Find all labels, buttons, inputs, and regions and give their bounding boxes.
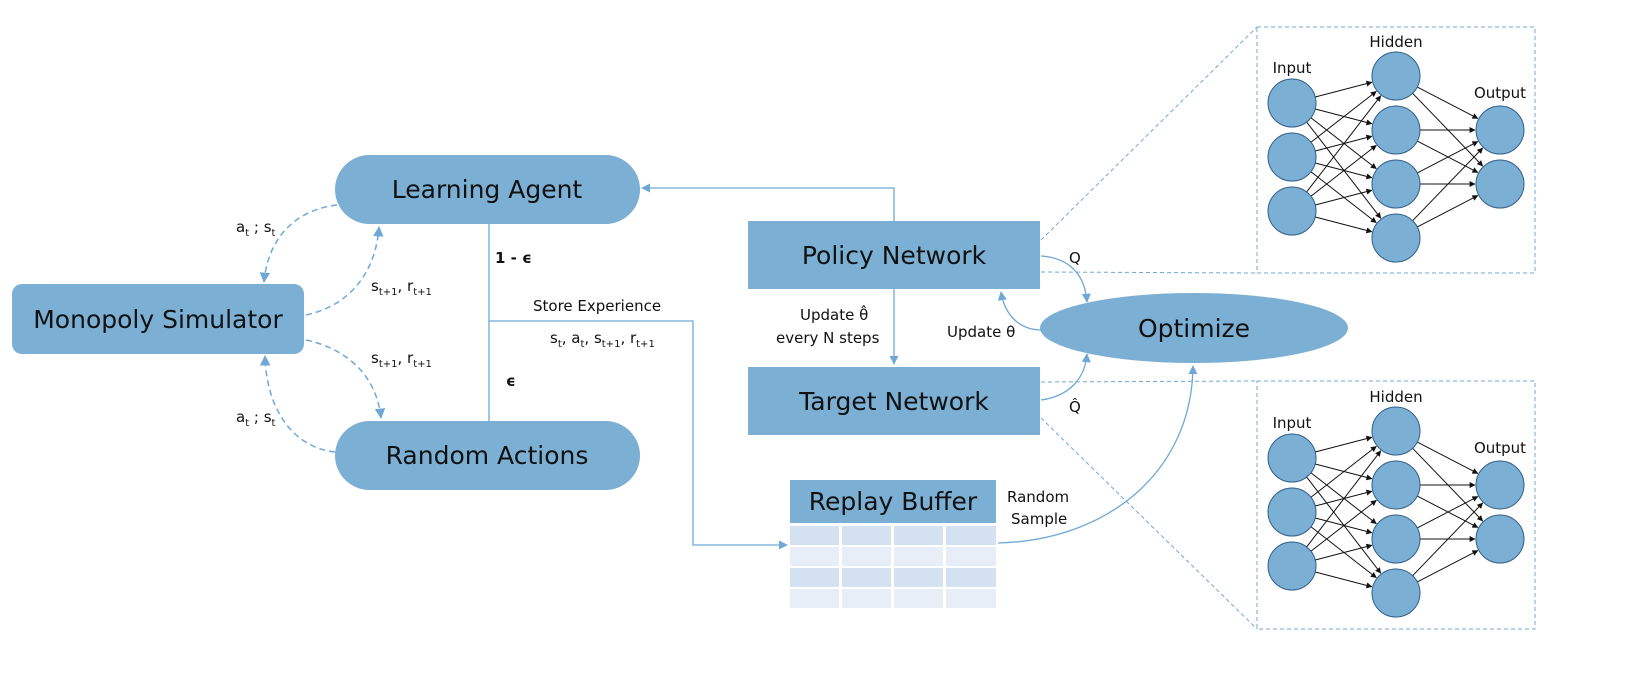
replay-buffer-table [790, 526, 996, 608]
optimize-label: Optimize [1138, 314, 1250, 343]
input-neuron [1267, 487, 1317, 537]
hidden-neuron [1371, 568, 1421, 618]
random-actions-node: Random Actions [335, 421, 640, 490]
simulator-to-random-arrow [305, 339, 386, 420]
input-neuron [1267, 433, 1317, 483]
policy-network-node: Policy Network [748, 221, 1040, 289]
input-neuron [1267, 132, 1317, 182]
simulator-to-agent-label: st+1, rt+1 [371, 277, 432, 298]
sample-label: Sample [1011, 510, 1067, 528]
nn-edge [1306, 450, 1382, 548]
random-actions-label: Random Actions [386, 441, 589, 470]
hidden-neuron [1371, 406, 1421, 456]
nn-connections [1306, 435, 1484, 589]
output-neuron [1475, 460, 1525, 510]
monopoly-simulator-label: Monopoly Simulator [33, 305, 283, 334]
optimize-to-policy-arrow [997, 291, 1043, 331]
svg-text:st+1, rt+1: st+1, rt+1 [371, 349, 432, 370]
update-word: Update [800, 306, 854, 324]
epsilon-label: ϵ [506, 372, 516, 390]
nn-edge [1412, 147, 1484, 222]
nn-edge [1315, 435, 1373, 453]
q-label: Q [1069, 249, 1081, 267]
random-label: Random [1007, 488, 1069, 506]
output-neuron [1475, 159, 1525, 209]
nn-edge [1310, 445, 1377, 498]
nn-edge [1315, 216, 1373, 234]
nn-edge [1315, 571, 1373, 589]
store-experience-label: Store Experience [533, 297, 661, 315]
target-network-label: Target Network [798, 387, 989, 416]
nn-hidden-label: Hidden [1369, 388, 1422, 406]
agent-to-simulator-label: at ; st [236, 218, 276, 239]
policy-network-label: Policy Network [802, 241, 987, 270]
learning-agent-label: Learning Agent [392, 175, 583, 204]
learning-agent-node: Learning Agent [335, 155, 640, 224]
svg-text:at ; st: at ; st [236, 218, 276, 239]
hidden-neuron [1371, 105, 1421, 155]
every-n-steps-label: every N steps [776, 329, 880, 347]
buffer-sample-arrow [997, 365, 1198, 544]
nn-edge [1315, 188, 1373, 206]
nn-edge [1306, 95, 1382, 193]
q-hat-label: Q̂ [1069, 397, 1081, 416]
output-neuron [1475, 105, 1525, 155]
target-network-node: Target Network [748, 367, 1040, 435]
nn-hidden-label: Hidden [1369, 33, 1422, 51]
optimize-node: Optimize [1040, 293, 1348, 363]
nn-edge [1417, 441, 1479, 474]
monopoly-simulator-node: Monopoly Simulator [12, 284, 304, 354]
store-experience-arrow [489, 320, 788, 550]
target-qhat-arrow [1040, 353, 1091, 401]
random-to-simulator-label: at ; st [236, 408, 276, 429]
policy-q-arrow [1040, 255, 1091, 303]
nn-edge [1310, 499, 1377, 552]
output-neuron [1475, 514, 1525, 564]
update-target-label: Update θ̂ every N steps [776, 304, 880, 347]
agent-to-simulator-arrow [259, 204, 338, 284]
random-to-simulator-arrow [259, 354, 336, 453]
input-neuron [1267, 186, 1317, 236]
nn-edge [1315, 80, 1373, 98]
update-theta-label: Update θ [947, 323, 1015, 341]
input-neuron [1267, 541, 1317, 591]
policy-to-agent-arrow [641, 183, 895, 221]
hidden-neuron [1371, 460, 1421, 510]
nn-output-label: Output [1474, 84, 1526, 102]
target-network-zoom [1040, 380, 1536, 630]
nn-input-label: Input [1273, 59, 1312, 77]
hidden-neuron [1371, 213, 1421, 263]
nn-input-label: Input [1273, 414, 1312, 432]
nn-connections [1306, 80, 1484, 234]
replay-buffer-label: Replay Buffer [809, 487, 978, 516]
nn-edge [1315, 543, 1373, 561]
theta-hat-symbol: θ̂ [859, 304, 868, 324]
nn-edge [1417, 550, 1479, 583]
svg-text:st, at, st+1, rt+1: st, at, st+1, rt+1 [550, 329, 655, 350]
input-neuron [1267, 78, 1317, 128]
simulator-to-agent-arrow [305, 225, 384, 316]
hidden-neuron [1371, 159, 1421, 209]
replay-buffer-node: Replay Buffer [790, 480, 996, 608]
nn-edge [1417, 195, 1479, 228]
nn-edge [1412, 502, 1484, 577]
policy-network-zoom [1040, 26, 1536, 274]
svg-text:at ; st: at ; st [236, 408, 276, 429]
nn-edge [1417, 86, 1479, 119]
hidden-neuron [1371, 51, 1421, 101]
nn-output-label: Output [1474, 439, 1526, 457]
svg-text:st+1, rt+1: st+1, rt+1 [371, 277, 432, 298]
nn-edge [1417, 141, 1479, 174]
hidden-neuron [1371, 514, 1421, 564]
svg-text:Update θ̂: Update θ̂ [800, 304, 868, 324]
simulator-to-random-label: st+1, rt+1 [371, 349, 432, 370]
nn-edge [1310, 90, 1377, 143]
experience-tuple-label: st, at, st+1, rt+1 [550, 329, 655, 350]
nn-edge [1310, 144, 1377, 197]
nn-edge [1417, 496, 1479, 529]
one-minus-epsilon-label: 1 - ϵ [495, 249, 532, 267]
